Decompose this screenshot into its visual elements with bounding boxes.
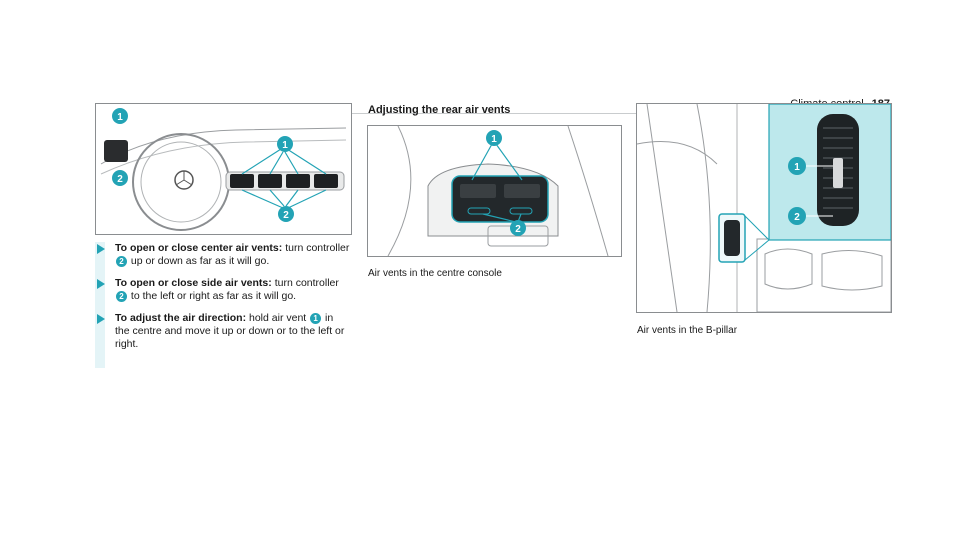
callout-2-label: 2: [794, 212, 800, 223]
step-text: hold air vent: [249, 312, 307, 324]
callout-1-label: 1: [282, 140, 288, 151]
step-text: in the centre and move it up or down or …: [115, 312, 345, 350]
callout-1-label: 1: [794, 162, 800, 173]
callout-2-icon: [112, 170, 128, 186]
instructions: To open or close center air vents: turn …: [95, 242, 350, 368]
callout-badge: 1: [310, 313, 322, 324]
callout-badge: 2: [116, 291, 127, 302]
callout-1-icon: [788, 157, 806, 175]
step-side-vents: To open or close side air vents: turn co…: [95, 277, 350, 303]
callout-badge: 2: [116, 256, 127, 267]
callout-2-icon: [510, 220, 526, 236]
step-text: turn controller: [274, 277, 339, 289]
step-title: To adjust the air direction:: [115, 312, 247, 324]
header-rule: [95, 113, 890, 114]
callout-2-icon: [278, 206, 294, 222]
step-text: turn controller: [285, 242, 350, 254]
pillar-caption: Air vents in the B-pillar: [637, 325, 738, 336]
callout-1-label: 1: [117, 112, 123, 123]
callout-2-icon: [788, 207, 806, 225]
rear-vents-heading: Adjusting the rear air vents: [368, 104, 511, 116]
console-figure: 1 2: [367, 125, 622, 257]
callout-1-icon: [277, 136, 293, 152]
arrow-icon: [97, 244, 105, 254]
callout-1-icon: [112, 108, 128, 124]
callout-1-label: 1: [491, 134, 497, 145]
step-text: up or down as far as it will go.: [130, 255, 270, 267]
console-caption: Air vents in the centre console: [368, 268, 502, 279]
step-title: To open or close center air vents:: [115, 242, 283, 254]
instructions-bar: [95, 242, 105, 368]
step-text: to the left or right as far as it will g…: [130, 290, 297, 302]
arrow-icon: [97, 279, 105, 289]
step-title: To open or close side air vents:: [115, 277, 272, 289]
pillar-figure: 1 2: [636, 103, 892, 313]
dashboard-figure: 1 2 1 2: [95, 103, 352, 235]
callout-1-icon: [486, 130, 502, 146]
step-center-vents: To open or close center air vents: turn …: [95, 242, 350, 268]
callout-2-label: 2: [283, 210, 289, 221]
arrow-icon: [97, 314, 105, 324]
callout-2-label: 2: [515, 224, 521, 235]
step-air-direction: To adjust the air direction: hold air ve…: [95, 312, 350, 351]
callout-2-label: 2: [117, 174, 123, 185]
